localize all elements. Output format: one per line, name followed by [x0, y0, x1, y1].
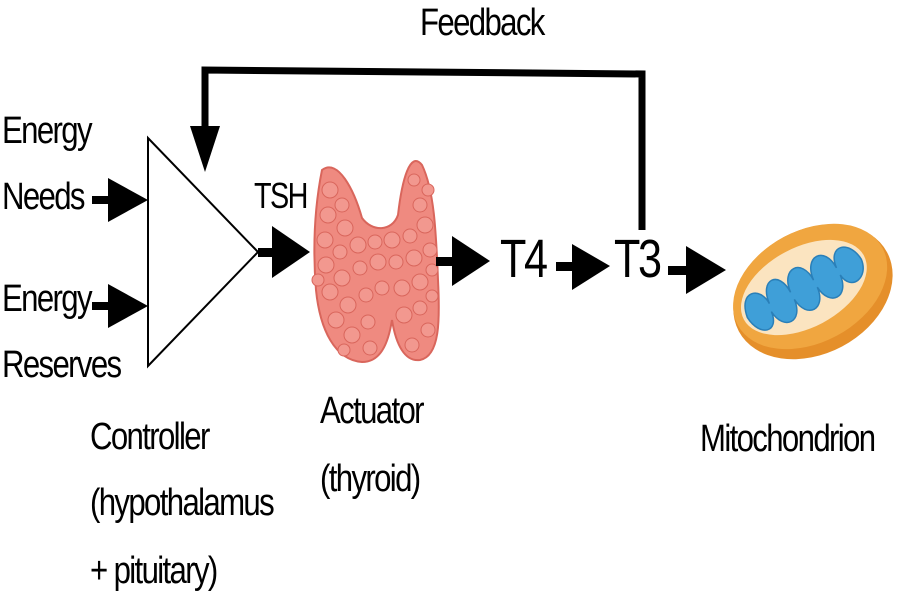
energy-needs-label-line2: Needs [2, 176, 86, 218]
tsh-arrow [258, 226, 310, 278]
t4-label: T4 [500, 229, 548, 289]
thyroid-gland-illustration [311, 160, 440, 364]
energy-reserves-arrow [92, 284, 148, 328]
t4-to-t3-arrow [556, 244, 610, 290]
energy-reserves-label-line2: Reserves [2, 344, 122, 386]
actuator-label-line2: (thyroid) [320, 458, 421, 500]
mitochondrion-illustration [733, 223, 893, 360]
controller-label-line2: (hypothalamus [90, 482, 275, 524]
energy-needs-label-line1: Energy [2, 110, 93, 152]
feedback-label: Feedback [420, 2, 545, 44]
energy-needs-arrow [92, 178, 148, 222]
t3-label: T3 [614, 229, 662, 289]
mitochondrion-label: Mitochondrion [700, 418, 876, 460]
thyroid-to-t4-arrow [436, 236, 490, 286]
energy-reserves-label-line1: Energy [2, 278, 93, 320]
tsh-label: TSH [254, 175, 308, 216]
controller-label-line1: Controller [90, 416, 210, 458]
feedback-arrowhead [190, 126, 220, 172]
controller-triangle [147, 135, 260, 369]
t3-to-mitochondrion-arrow [668, 246, 726, 294]
feedback-loop-line [201, 66, 646, 230]
controller-label-line3: + pituitary) [90, 550, 218, 592]
actuator-label-line1: Actuator [320, 390, 425, 432]
